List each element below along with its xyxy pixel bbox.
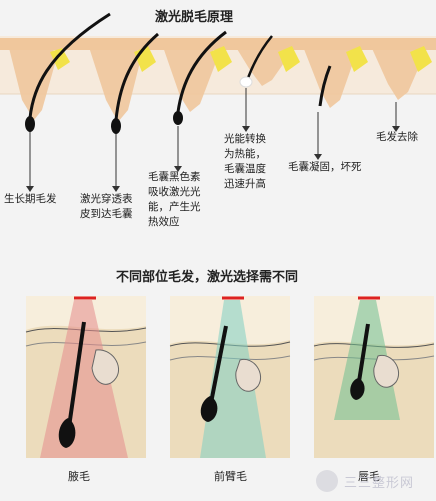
hair-stage-4 bbox=[234, 35, 300, 88]
panel-armpit bbox=[25, 296, 147, 458]
caption-upper-lip: 唇毛 bbox=[358, 470, 380, 483]
caption-armpit: 腋毛 bbox=[68, 470, 90, 483]
panel-forearm bbox=[169, 296, 291, 458]
hair-stage-1 bbox=[8, 12, 111, 132]
stage-label-1: 生长期毛发 bbox=[4, 193, 57, 205]
hair-stage-5 bbox=[302, 44, 368, 108]
stage-label-6: 毛发去除 bbox=[376, 131, 418, 143]
hair-stage-6 bbox=[370, 44, 432, 100]
panel-upper-lip bbox=[313, 296, 435, 458]
watermark-text: 三三整形网 bbox=[344, 475, 415, 491]
stage-label-5: 毛囊凝固，坏死 bbox=[288, 161, 362, 173]
laser-beam-teal bbox=[200, 300, 266, 458]
stage-label-4: 光能转换 为热能， 毛囊温度 迅速升高 bbox=[224, 133, 266, 190]
hair-stage-2 bbox=[88, 32, 159, 134]
top-title: 激光脱毛原理 bbox=[155, 10, 234, 25]
laser-beam-red bbox=[40, 300, 128, 458]
label-pointers bbox=[29, 88, 397, 186]
watermark: 三三整形网 bbox=[316, 468, 434, 494]
hair-bulb bbox=[25, 116, 35, 132]
bottom-title: 不同部位毛发，激光选择需不同 bbox=[116, 270, 299, 285]
stage-label-3: 毛囊黑色素 吸收激光光 能，产生光 热效应 bbox=[148, 171, 201, 228]
hair-shaft bbox=[28, 12, 111, 119]
caption-forearm: 前臂毛 bbox=[214, 470, 247, 483]
fat-cell bbox=[50, 48, 70, 70]
stage-label-2: 激光穿透表 皮到达毛囊 bbox=[80, 193, 133, 220]
hair-stage-3 bbox=[162, 30, 232, 125]
watermark-logo-icon bbox=[316, 470, 338, 492]
